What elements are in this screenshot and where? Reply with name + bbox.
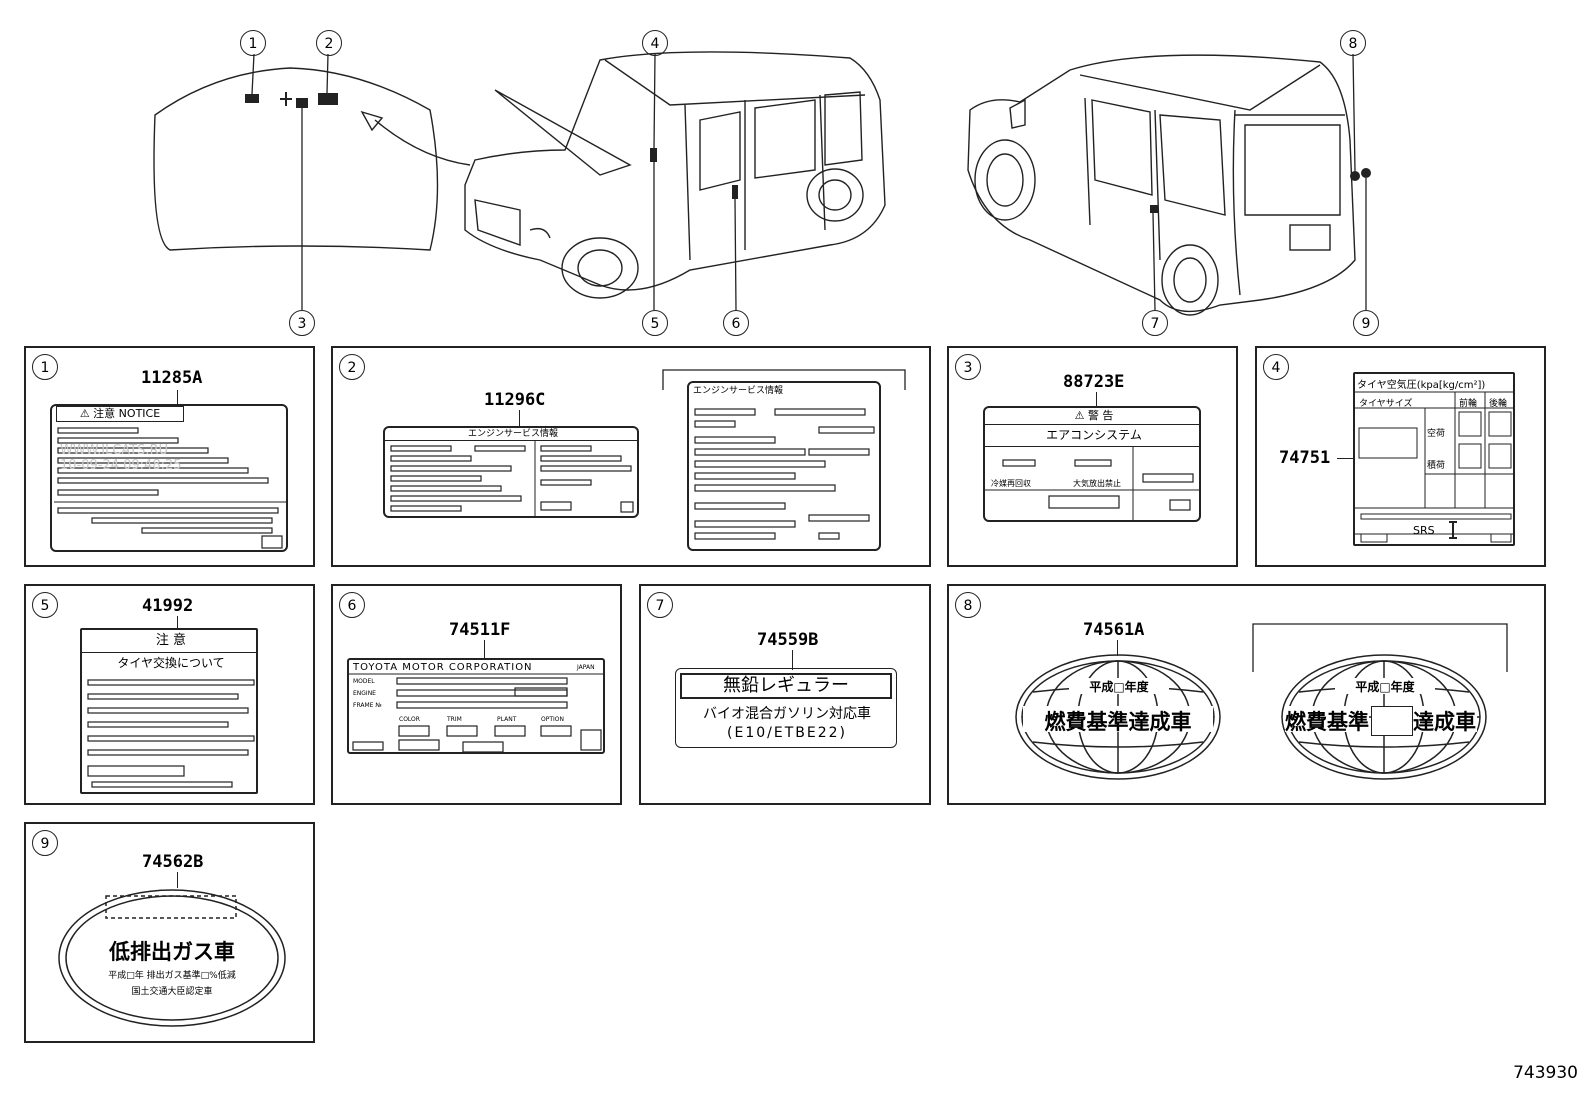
part-number: 11285A (141, 368, 203, 388)
callout-5[interactable]: 5 (642, 310, 668, 336)
label-engine-service-alt: エンジンサービス情報 (687, 381, 881, 551)
panel-callout: 3 (955, 354, 981, 380)
callout-9[interactable]: 9 (1353, 310, 1379, 336)
label-74511f: TOYOTA MOTOR CORPORATION JAPAN MODEL ENG… (347, 658, 605, 754)
label-marks (245, 93, 1371, 213)
panel-callout: 4 (1263, 354, 1289, 380)
part-number: 74559B (757, 630, 819, 650)
vehicle-illustration (153, 51, 1371, 316)
arrow (360, 110, 471, 166)
panel-callout: 8 (955, 592, 981, 618)
callout-8[interactable]: 8 (1340, 30, 1366, 56)
part-number: 74511F (449, 620, 511, 640)
panel-3[interactable]: 3 88723E ⚠ 警 告 エアコンシステム 冷媒再回収 大気放出禁止 (947, 346, 1238, 567)
part-number: 11296C (484, 390, 546, 410)
front-van (464, 51, 886, 299)
callout-6[interactable]: 6 (723, 310, 749, 336)
panel-callout: 6 (339, 592, 365, 618)
label-74751-tire-pressure: タイヤ空気圧(kpa[kg/cm²]) タイヤサイズ 前輪 後輪 空荷 積荷 S… (1353, 372, 1515, 546)
part-number: 74751 (1279, 448, 1331, 468)
panel-4[interactable]: 4 74751 タイヤ空気圧(kpa[kg/cm²]) タイヤサイズ 前輪 後輪… (1255, 346, 1546, 567)
panel-8[interactable]: 8 74561A 平成□年度 燃費基準達成車 平成□年度 燃費基準 達成車 (947, 584, 1546, 805)
panel-callout: 2 (339, 354, 365, 380)
label-11296c: エンジンサービス情報 (383, 426, 639, 518)
figure-number: 743930 (1513, 1063, 1578, 1083)
callout-3[interactable]: 3 (289, 310, 315, 336)
part-number: 74562B (142, 852, 204, 872)
panel-callout: 5 (32, 592, 58, 618)
rear-van (967, 54, 1356, 316)
part-number: 88723E (1063, 372, 1125, 392)
label-41992: 注 意 タイヤ交換について (80, 628, 258, 794)
notice-title: ⚠ 注意 NOTICE (56, 406, 184, 422)
callout-2[interactable]: 2 (316, 30, 342, 56)
part-number: 74561A (1083, 620, 1145, 640)
hood-outline (153, 67, 439, 251)
label-74562b-emblem (58, 889, 286, 1027)
panel-callout: 9 (32, 830, 58, 856)
panel-5[interactable]: 5 41992 注 意 タイヤ交換について (24, 584, 315, 805)
part-number: 41992 (142, 596, 194, 616)
callout-7[interactable]: 7 (1142, 310, 1168, 336)
panel-6[interactable]: 6 74511F TOYOTA MOTOR CORPORATION JAPAN … (331, 584, 622, 805)
callout-4[interactable]: 4 (642, 30, 668, 56)
panel-2[interactable]: 2 11296C エンジンサービス情報 エンジンサービス情報 (331, 346, 931, 567)
panel-9[interactable]: 9 74562B 低排出ガス車 平成□年 排出ガス基準□%低減 国土交通大臣認定… (24, 822, 315, 1043)
label-88723e: ⚠ 警 告 エアコンシステム 冷媒再回収 大気放出禁止 (983, 406, 1201, 522)
panel-callout: 1 (32, 354, 58, 380)
label-11285a: ⚠ 注意 NOTICE (50, 404, 288, 552)
callout-1[interactable]: 1 (240, 30, 266, 56)
label-74559b-fuel: 無鉛レギュラー バイオ混合ガソリン対応車 (E10/ETBE22) (675, 668, 897, 748)
panel-callout: 7 (647, 592, 673, 618)
panel-7[interactable]: 7 74559B 無鉛レギュラー バイオ混合ガソリン対応車 (E10/ETBE2… (639, 584, 931, 805)
